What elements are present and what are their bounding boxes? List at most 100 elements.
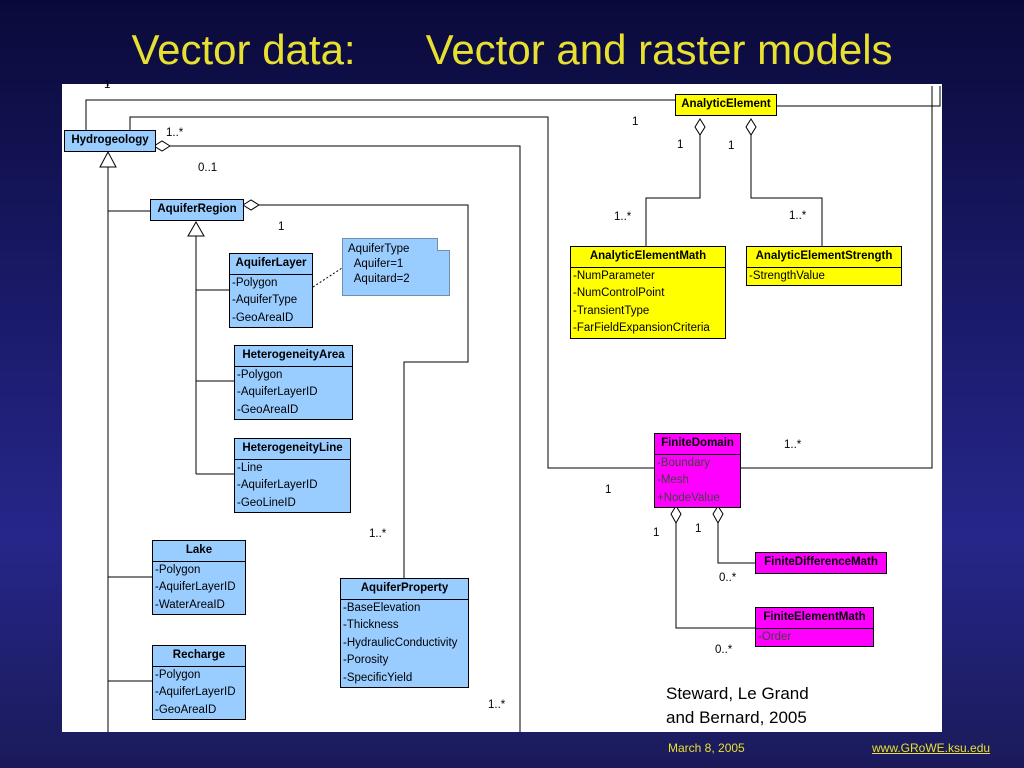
class-lake[interactable]: Lake -Polygon -AquiferLayerID -WaterArea… [152, 540, 246, 615]
class-analytic-element-strength[interactable]: AnalyticElementStrength -StrengthValue [746, 246, 902, 286]
connector-ae-math [645, 135, 701, 246]
class-finite-difference-math[interactable]: FiniteDifferenceMath [755, 552, 887, 574]
note-line: Aquitard=2 [348, 273, 410, 285]
connector-fd-right [740, 86, 933, 469]
connector-fd-fdm [717, 523, 755, 564]
connector-fd-fem [675, 523, 755, 629]
class-name: Lake [153, 541, 245, 562]
class-attribute: -SpecificYield [343, 671, 413, 684]
aquifer-type-note: AquiferType Aquifer=1 Aquitard=2 [342, 238, 450, 296]
note-line: AquiferType [348, 243, 410, 255]
class-attribute: -AquiferLayerID [237, 386, 318, 398]
multiplicity-label: 1 [728, 140, 735, 152]
class-attribute: -Polygon [155, 668, 201, 681]
slide-title: Vector data: Vector and raster models [131, 26, 893, 73]
class-attribute: -Polygon [237, 368, 283, 381]
class-attribute: -AquiferLayerID [155, 581, 236, 593]
aggregation-diamond-ae-math [694, 118, 706, 136]
aggregation-diamond-hydro [153, 140, 171, 152]
class-hydrogeology[interactable]: Hydrogeology [64, 130, 156, 152]
class-attribute: -GeoAreaID [155, 703, 217, 716]
class-attribute: -GeoAreaID [237, 403, 299, 416]
multiplicity-label: 0..* [715, 644, 733, 656]
multiplicity-label: 1 [632, 116, 639, 128]
class-attribute: +NodeValue [657, 491, 720, 504]
connector-hydro-right [170, 145, 521, 732]
connector-hydro-top [85, 99, 675, 130]
aggregation-diamond-ae-strength [745, 118, 757, 136]
class-name: HeterogeneityLine [235, 439, 350, 460]
class-attribute: -Line [237, 461, 263, 474]
class-name: HeterogeneityArea [235, 346, 352, 367]
class-attribute: -StrengthValue [749, 269, 825, 282]
note-line: Aquifer=1 [348, 258, 404, 270]
citation: Steward, Le Grand and Bernard, 2005 [666, 682, 809, 730]
class-attribute: -Mesh [657, 474, 689, 486]
class-aquifer-region[interactable]: AquiferRegion [150, 199, 244, 221]
citation-line: and Bernard, 2005 [666, 708, 807, 727]
connector-hydro-ae [129, 116, 654, 469]
multiplicity-label: 1 [695, 523, 702, 535]
class-heterogeneity-line[interactable]: HeterogeneityLine -Line -AquiferLayerID … [234, 438, 351, 513]
class-attribute: -AquiferLayerID [155, 686, 236, 698]
class-attribute: -Thickness [343, 619, 399, 631]
class-aquifer-layer[interactable]: AquiferLayer -Polygon -AquiferType -GeoA… [229, 253, 313, 328]
class-attribute: -TransientType [573, 304, 650, 317]
multiplicity-label: 1 [104, 79, 111, 91]
class-name: Recharge [153, 646, 245, 667]
class-attribute: -Order [758, 630, 792, 643]
class-attribute: -Porosity [343, 654, 389, 666]
connector-ae-right [776, 86, 941, 107]
class-name: FiniteDifferenceMath [764, 556, 878, 568]
multiplicity-label: 1..* [369, 528, 387, 540]
class-attribute: -AquiferLayerID [237, 479, 318, 491]
class-name: AnalyticElementMath [571, 247, 725, 268]
multiplicity-label: 1 [653, 527, 660, 539]
multiplicity-label: 1 [278, 221, 285, 233]
multiplicity-label: 1..* [488, 699, 506, 711]
class-analytic-element-math[interactable]: AnalyticElementMath -NumParameter -NumCo… [570, 246, 726, 339]
connector-region-property [259, 204, 469, 578]
connector-ae-strength [750, 135, 823, 246]
multiplicity-label: 1..* [614, 211, 632, 223]
aggregation-diamond-fd-fem [670, 505, 682, 525]
note-link [312, 267, 343, 288]
class-attribute: -NumParameter [573, 269, 655, 282]
class-attribute: -Polygon [232, 276, 278, 289]
multiplicity-label: 1..* [166, 127, 184, 139]
class-finite-domain[interactable]: FiniteDomain -Boundary -Mesh +NodeValue [654, 433, 741, 508]
multiplicity-label: 1..* [789, 210, 807, 222]
class-recharge[interactable]: Recharge -Polygon -AquiferLayerID -GeoAr… [152, 645, 246, 720]
class-finite-element-math[interactable]: FiniteElementMath -Order [755, 607, 874, 647]
generalization-arrow-hydro [99, 150, 117, 168]
aggregation-diamond-region [242, 199, 260, 211]
class-heterogeneity-area[interactable]: HeterogeneityArea -Polygon -AquiferLayer… [234, 345, 353, 420]
class-attribute: -FarFieldExpansionCriteria [573, 322, 710, 334]
class-aquifer-property[interactable]: AquiferProperty -BaseElevation -Thicknes… [340, 578, 469, 688]
multiplicity-label: 0..* [719, 572, 737, 584]
aggregation-diamond-fd-fdm [712, 505, 724, 525]
multiplicity-label: 0..1 [198, 162, 218, 174]
class-name: AquiferRegion [157, 203, 237, 215]
multiplicity-label: 1..* [784, 439, 802, 451]
multiplicity-label: 1 [605, 484, 612, 496]
class-attribute: -AquiferType [232, 294, 298, 306]
class-attribute: -HydraulicConductivity [343, 636, 458, 649]
class-name: AnalyticElementStrength [747, 247, 901, 268]
class-attribute: -GeoLineID [237, 496, 296, 509]
class-attribute: -GeoAreaID [232, 311, 294, 324]
citation-line: Steward, Le Grand [666, 684, 809, 703]
class-attribute: -Polygon [155, 563, 201, 576]
class-name: Hydrogeology [71, 134, 149, 146]
class-name: AquiferLayer [230, 254, 312, 275]
footer-link[interactable]: www.GRoWE.ksu.edu [872, 741, 991, 755]
multiplicity-label: 1 [677, 139, 684, 151]
class-attribute: -Boundary [657, 456, 711, 469]
class-name: FiniteDomain [655, 434, 740, 455]
class-analytic-element[interactable]: AnalyticElement [675, 94, 777, 116]
class-attribute: -WaterAreaID [155, 598, 225, 611]
class-attribute: -BaseElevation [343, 601, 421, 614]
class-name: FiniteElementMath [756, 608, 873, 629]
class-name: AnalyticElement [681, 98, 771, 110]
